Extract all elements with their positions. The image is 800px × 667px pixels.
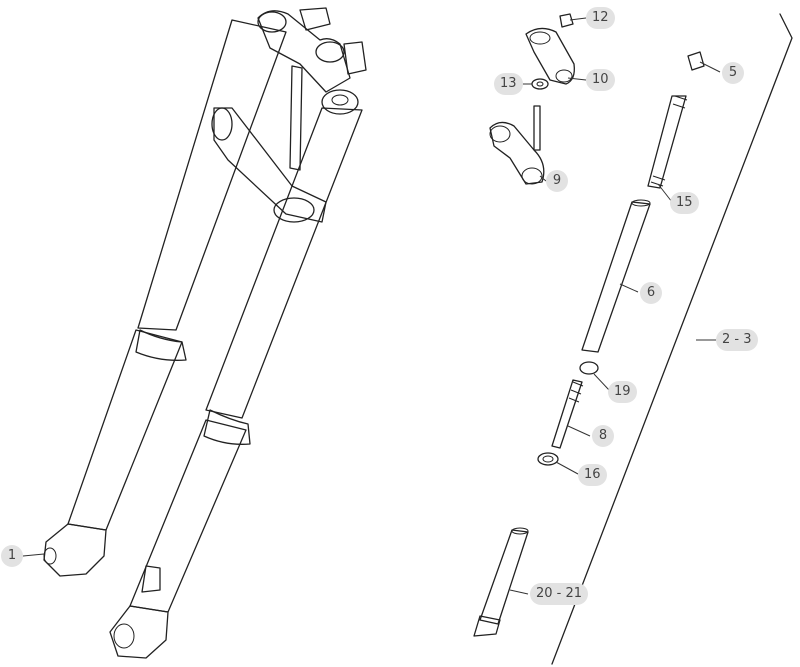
part-5-fork-cap [687,51,705,71]
callout-2-3: 2 - 3 [716,329,758,351]
part-19-bushing [579,361,599,375]
part-12-nut [559,13,574,28]
callout-8: 8 [592,425,614,447]
callout-9: 9 [546,170,568,192]
callout-12: 12 [586,7,615,29]
callout-1: 1 [1,545,23,567]
callout-6: 6 [640,282,662,304]
part-15-cartridge [647,95,687,189]
callout-13: 13 [494,73,523,95]
callout-16: 16 [578,464,607,486]
callout-5: 5 [722,62,744,84]
callout-19: 19 [608,381,637,403]
part-6-fork-tube [581,201,651,353]
part-8-damper-rod [551,379,583,449]
part-16-seal [537,452,559,466]
leader-lines [22,17,721,595]
part-13-washer [531,78,549,90]
part-9-lower-clamp [533,105,541,151]
callout-10: 10 [586,69,615,91]
callout-15: 15 [670,192,699,214]
assembled-fork [43,7,367,659]
exploded-parts [473,13,793,665]
assembly-bracket-2-3 [551,13,793,665]
part-10-handlebar-clamp [525,27,575,85]
callout-20-21: 20 - 21 [530,583,589,605]
part-20-21-lower-leg [479,529,529,625]
